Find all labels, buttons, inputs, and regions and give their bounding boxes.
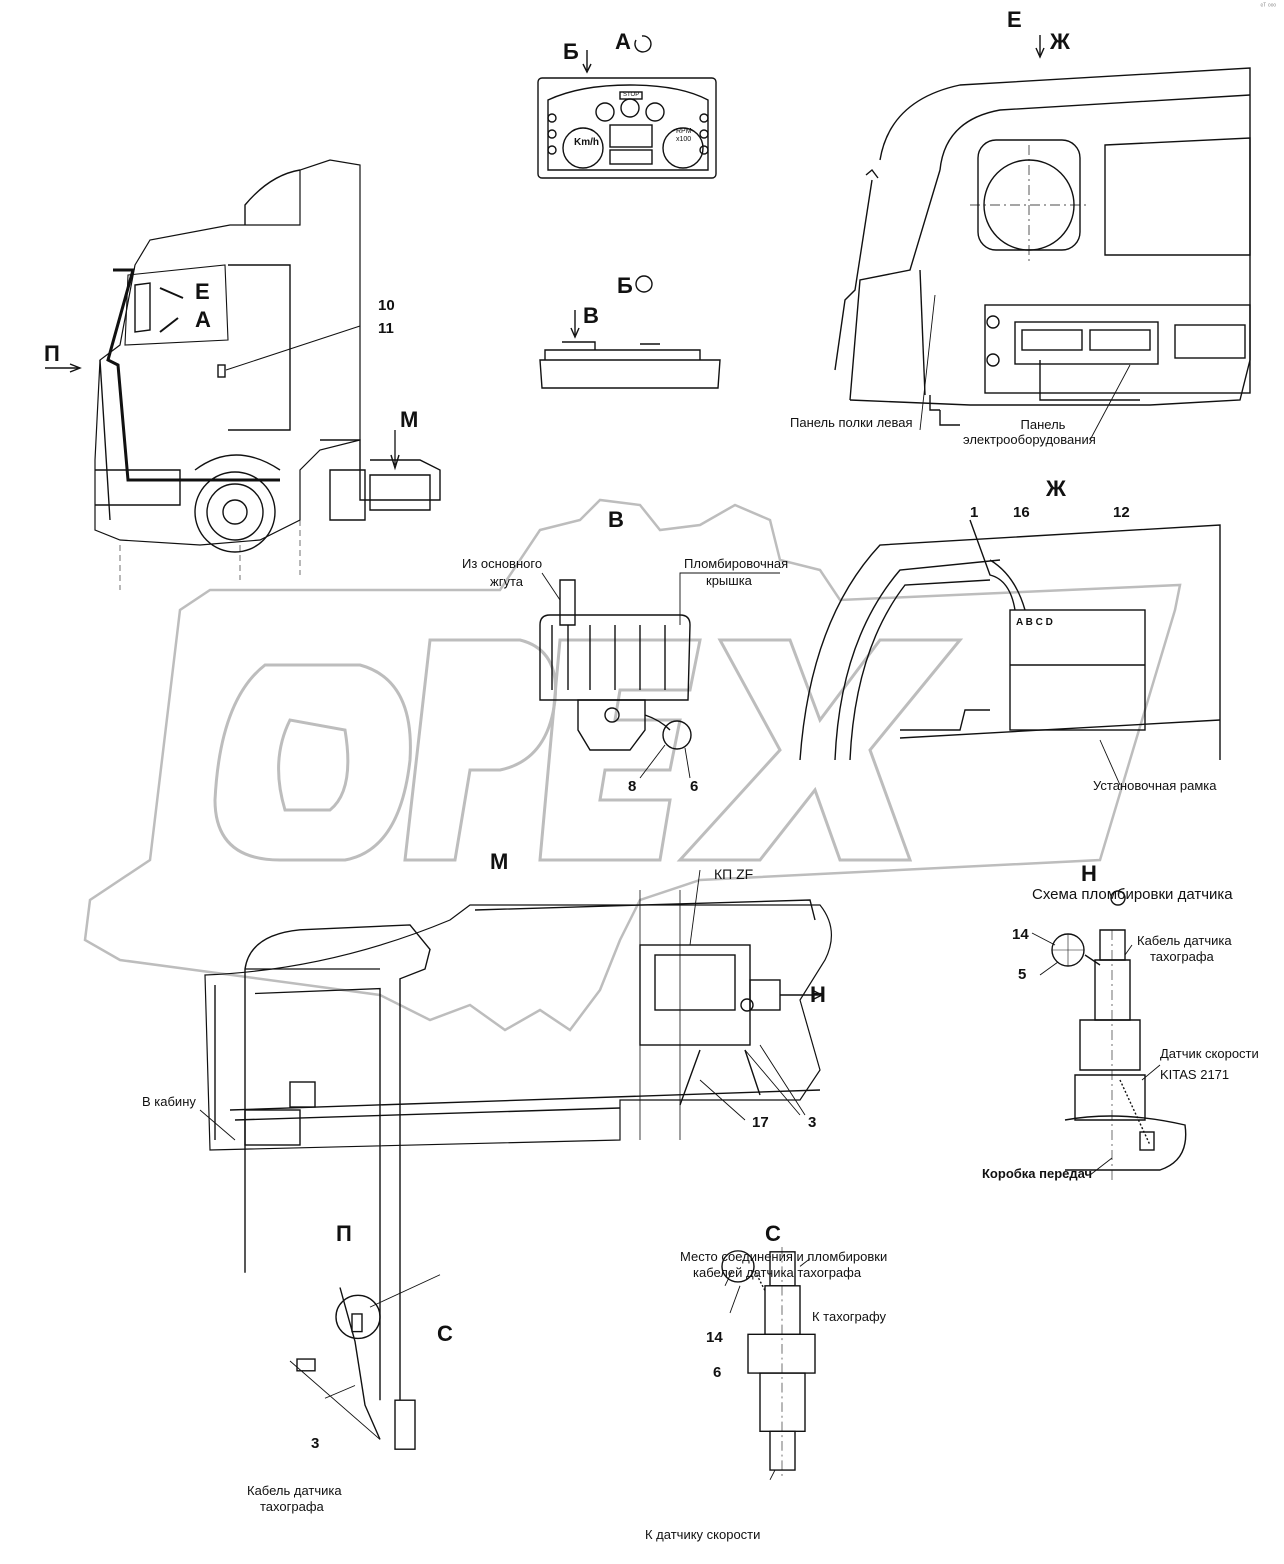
truck-label-a: А: [195, 307, 211, 332]
truck-label-e: Е: [195, 279, 210, 304]
watermark: [60, 500, 1240, 1000]
view-s-title: С: [765, 1221, 781, 1246]
label-to-cab: В кабину: [142, 1094, 196, 1109]
label-joint-seal-2: кабелей датчика тахографа: [693, 1265, 862, 1280]
dashboard-left-view-e: [834, 35, 1251, 441]
label-sensor-seal-scheme: Схема пломбировки датчика: [1032, 886, 1233, 903]
speed-sensor-seal-view-n: [1031, 890, 1187, 1180]
seal-cover-view-v: [539, 572, 780, 779]
gauge-rpm-label: RPM: [676, 128, 692, 135]
view-m-title: М: [490, 849, 509, 874]
callout-12: 12: [1113, 504, 1130, 521]
label-speed-sensor-2: KITAS 2171: [1160, 1067, 1230, 1082]
callout-6-s: 6: [713, 1364, 722, 1381]
callout-s: С: [437, 1321, 453, 1346]
corner-mark: ᵉᵀ ᵒᵒᵒ: [1260, 3, 1276, 10]
view-zh-arrow-label: Ж: [1050, 29, 1070, 54]
label-left-shelf-panel: Панель полки левая: [790, 415, 913, 430]
view-zh-title: Ж: [1046, 476, 1066, 501]
label-sensor-cable-p-2: тахографа: [260, 1499, 324, 1514]
view-p-title: П: [336, 1221, 352, 1246]
stop-indicator-label: STOP: [623, 92, 640, 98]
callout-14-n: 14: [1012, 926, 1029, 943]
tachograph-mount-view-zh: [799, 519, 1221, 786]
callout-3-m: 3: [808, 1114, 817, 1131]
callout-14-s: 14: [706, 1329, 723, 1346]
label-seal-cover-1: Пломбировочная: [684, 556, 789, 571]
view-m-arrow-label: М: [400, 407, 419, 432]
chassis-gearbox-view-m: [199, 869, 832, 1151]
label-gearbox-zf: КП ZF: [714, 866, 754, 882]
view-p-arrow-label: П: [44, 341, 60, 366]
connector-letters: A B C D: [1016, 617, 1053, 628]
view-a-title: А: [615, 29, 631, 54]
callout-1: 1: [970, 504, 979, 521]
callout-17: 17: [752, 1114, 769, 1131]
cluster-top-view-b: [539, 275, 721, 389]
drawing-lines: [45, 35, 1251, 1480]
gauge-rpm-multiplier: x100: [676, 136, 692, 143]
label-gearbox-housing: Коробка передач: [982, 1166, 1093, 1181]
view-e-title: Е: [1007, 7, 1022, 32]
cab-rear-corner-view-p: [244, 924, 441, 1450]
view-b-arrow-label: Б: [563, 39, 579, 64]
gauge-kmh-label: Km/h: [574, 137, 599, 148]
label-from-main-harness-2: жгута: [490, 574, 523, 589]
callout-8: 8: [628, 778, 637, 795]
label-sensor-cable-n-2: тахографа: [1150, 949, 1214, 964]
label-speed-sensor-1: Датчик скорости: [1160, 1046, 1259, 1061]
callout-6-v: 6: [690, 778, 699, 795]
callout-5: 5: [1018, 966, 1027, 983]
callout-11: 11: [378, 320, 394, 337]
view-b-title: Б: [617, 273, 633, 298]
label-electrical-panel-1: Панель: [1020, 417, 1066, 432]
instrument-cluster-view-a: [537, 35, 717, 179]
view-n-arrow-label: Н: [810, 982, 826, 1007]
label-mounting-frame: Установочная рамка: [1093, 778, 1217, 793]
callout-3-p: 3: [311, 1435, 320, 1452]
label-from-main-harness-1: Из основного: [462, 556, 543, 571]
label-sensor-cable-p-1: Кабель датчика: [247, 1483, 342, 1498]
label-seal-cover-2: крышка: [706, 573, 752, 588]
label-sensor-cable-n-1: Кабель датчика: [1137, 933, 1232, 948]
callout-16: 16: [1013, 504, 1030, 521]
view-v-arrow-label: В: [583, 303, 599, 328]
label-to-tachograph: К тахографу: [812, 1309, 887, 1324]
cable-joint-seal-view-s: [721, 1247, 816, 1480]
callout-10: 10: [378, 297, 395, 314]
label-electrical-panel-2: электрооборудования: [963, 432, 1096, 447]
label-to-speed-sensor: К датчику скорости: [645, 1527, 761, 1542]
truck-cab-side-view: [45, 159, 441, 590]
view-n-title: Н: [1081, 861, 1097, 886]
label-joint-seal-1: Место соединения и пломбировки: [680, 1249, 888, 1264]
view-v-title: В: [608, 507, 624, 532]
